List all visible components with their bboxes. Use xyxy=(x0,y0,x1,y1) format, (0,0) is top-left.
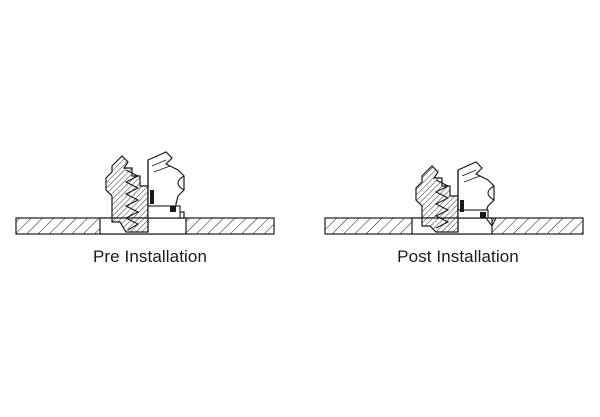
post-fastener-threaded-half xyxy=(415,165,459,233)
post-thread-teeth xyxy=(434,179,450,229)
post-installation-figure xyxy=(324,161,584,235)
pre-installation-figure xyxy=(15,151,275,235)
pre-top-lines xyxy=(151,159,171,173)
post-groove xyxy=(487,185,495,201)
post-solid-accents xyxy=(460,200,486,218)
pre-installation-caption: Pre Installation xyxy=(92,247,208,266)
pre-solid-accents xyxy=(150,190,176,212)
pre-thread-teeth xyxy=(124,169,140,231)
post-displaced-material xyxy=(485,217,497,228)
pre-fastener-plain-half xyxy=(147,151,185,219)
post-collar xyxy=(457,209,489,219)
post-installation-caption: Post Installation xyxy=(397,247,519,266)
pre-groove xyxy=(177,175,185,191)
post-top-lines xyxy=(461,169,481,183)
